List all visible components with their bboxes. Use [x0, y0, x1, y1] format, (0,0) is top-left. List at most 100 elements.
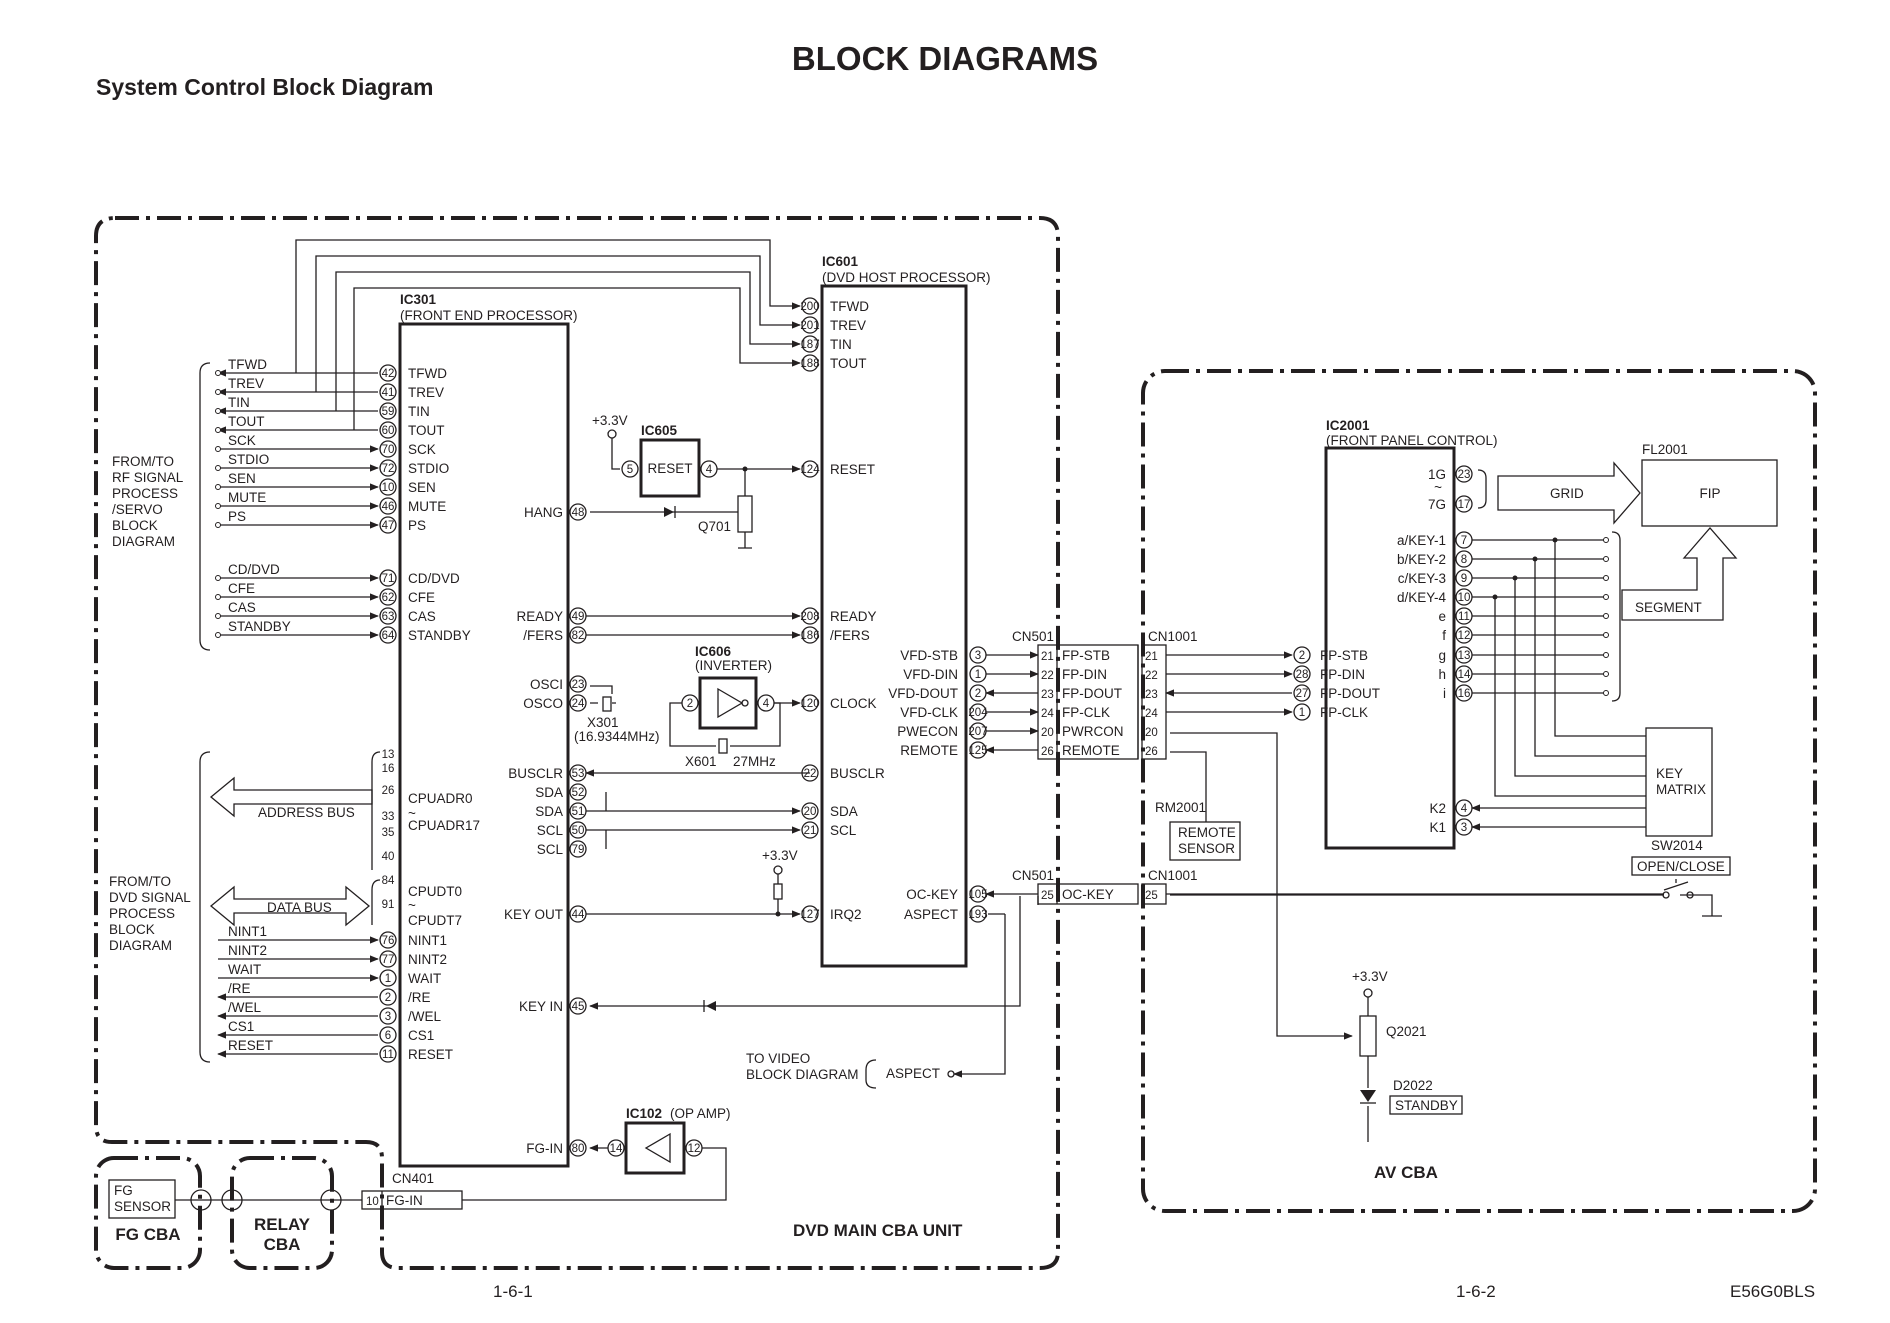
left-signal-2: TIN	[228, 395, 250, 410]
ic301-rpin-name-3: OSCI	[530, 677, 563, 692]
ic601-lpin-127-num: 127	[800, 909, 819, 921]
ic601-box	[820, 284, 968, 968]
ic601-supply: +3.3V	[762, 848, 798, 863]
cn501-pin-2: 23	[1041, 689, 1054, 701]
ic601-rpin-name-3: VFD-CLK	[900, 705, 958, 720]
ic2001-grid-name-0: 1G	[1428, 467, 1446, 482]
ic601-rpin-207-num: 207	[968, 726, 987, 738]
ic2001-keypin-name-2: c/KEY-3	[1398, 571, 1446, 586]
ic301-pin-1-num: 1	[385, 973, 391, 985]
rm2001-ref: RM2001	[1155, 800, 1206, 815]
ic301-pin-59	[379, 402, 397, 420]
ic2001-keypin-16-num: 16	[1458, 688, 1471, 700]
q2021-ref: Q2021	[1386, 1024, 1427, 1039]
ic601-lpin-124-num: 124	[800, 464, 820, 476]
ic301-bus-name-5: CPUDT7	[408, 913, 462, 928]
ic301-rpin-24	[569, 694, 587, 712]
relay-cba-l1: RELAY	[254, 1215, 311, 1234]
ic301-bus-pin-4: 35	[382, 827, 395, 839]
ic301-pin-59-num: 59	[382, 406, 395, 418]
ic301-bus-name-4: ~	[408, 898, 416, 913]
ic601-lpin-name-6: /FERS	[830, 628, 870, 643]
av-cba-outline	[1141, 369, 1817, 1213]
ic2001-grid-pin-a-num: 23	[1458, 469, 1471, 481]
ic2001-fppin-name-1: FP-DIN	[1320, 667, 1365, 682]
cn1001-box	[1141, 644, 1167, 760]
ic2001-keypin-name-6: g	[1438, 648, 1446, 663]
bottom-signal-0: NINT1	[228, 924, 267, 939]
ic301-pin-name-b1: NINT2	[408, 952, 447, 967]
svg-text:2: 2	[687, 698, 693, 710]
ic601-lpin-186	[801, 626, 819, 644]
cn401-pin: 10	[366, 1196, 379, 1208]
ic301-pin-3	[379, 1007, 397, 1025]
ic601-desc: (DVD HOST PROCESSOR)	[822, 270, 991, 285]
fl2001-ref: FL2001	[1642, 442, 1688, 457]
ic2001-grid-pin-b	[1455, 495, 1473, 513]
cn501-ockey-pin: 25	[1041, 890, 1054, 902]
ic301-pin-72	[379, 459, 397, 477]
ic301-rpin-53-num: 53	[572, 768, 585, 780]
sw2014-ref: SW2014	[1651, 838, 1703, 853]
ic301-pin-47-num: 47	[382, 520, 395, 532]
ic301-rpin-45-num: 45	[572, 1001, 585, 1013]
ic301-pin-name-11: CAS	[408, 609, 436, 624]
ic2001-keypin-name-1: b/KEY-2	[1397, 552, 1446, 567]
grid-arrow	[1497, 461, 1641, 525]
cn1001-pin-2: 23	[1145, 689, 1158, 701]
cn501-pin-3: 24	[1041, 708, 1054, 720]
ic102-name: IC102	[626, 1106, 662, 1121]
ic301-rpin-79	[569, 840, 587, 858]
key-matrix-l1: KEY	[1656, 766, 1683, 781]
q701-switch	[737, 495, 753, 533]
dvd-main-cba-outline	[94, 216, 1060, 1270]
ic2001-keypin-12-num: 12	[1458, 630, 1471, 642]
cn501-sig-1: FP-DIN	[1062, 667, 1107, 682]
ic301-pin-60-num: 60	[382, 425, 395, 437]
cn501-pin-1: 22	[1041, 670, 1054, 682]
ic301-rpin-name-2: /FERS	[523, 628, 563, 643]
ic601-lpin-208-num: 208	[800, 611, 819, 623]
ic301-pin-76	[379, 931, 397, 949]
page-number-right: 1-6-2	[1456, 1282, 1496, 1301]
ic2001-keypin-name-3: d/KEY-4	[1397, 590, 1447, 605]
left-signal-8: PS	[228, 509, 246, 524]
dvd-brace	[199, 751, 211, 1063]
ic2001-kpin-name-0: K2	[1429, 801, 1446, 816]
ic301-pin-name-b0: NINT1	[408, 933, 447, 948]
remote-sensor-box	[1169, 821, 1241, 861]
ic301-pin-71	[379, 569, 397, 587]
cn501-pin-4: 20	[1041, 727, 1054, 739]
ic102-box	[624, 1121, 686, 1175]
ic301-pin-71-num: 71	[382, 573, 395, 585]
ic2001-keypin-name-0: a/KEY-1	[1397, 533, 1446, 548]
video-block-l1: TO VIDEO	[746, 1051, 810, 1066]
ic601-lpin-name-1: TREV	[830, 318, 866, 333]
ic301-rpin-52-num: 52	[572, 787, 585, 799]
left-signal-6: SEN	[228, 471, 256, 486]
ic601-lpin-name-0: TFWD	[830, 299, 869, 314]
left-signal-7: MUTE	[228, 490, 266, 505]
d2022-label: STANDBY	[1395, 1098, 1458, 1113]
cn501-name-2: CN501	[1012, 868, 1054, 883]
rf-group-line-3: /SERVO	[112, 502, 163, 517]
ic301-pin-41	[379, 383, 397, 401]
cn501-pin-0: 21	[1041, 651, 1054, 663]
ic301-pin-11	[379, 1045, 397, 1063]
dvd-group-line-2: PROCESS	[109, 906, 175, 921]
ic601-lpin-200	[801, 297, 819, 315]
ic606-box	[698, 676, 758, 730]
ic301-pin-64	[379, 626, 397, 644]
left-signal-12: STANDBY	[228, 619, 291, 634]
ic301-pin-76-num: 76	[382, 935, 395, 947]
ic601-lpin-187	[801, 335, 819, 353]
key-matrix-l2: MATRIX	[1656, 782, 1706, 797]
cn1001-name: CN1001	[1148, 629, 1198, 644]
video-block-l2: BLOCK DIAGRAM	[746, 1067, 859, 1082]
fip-box	[1641, 459, 1778, 527]
ic301-pin-name-1: TREV	[408, 385, 444, 400]
ic601-lpin-208	[801, 607, 819, 625]
ic2001-keypin-name-8: i	[1443, 686, 1446, 701]
ic301-pin-64-num: 64	[382, 630, 395, 642]
ic301-rpin-name-5: BUSCLR	[508, 766, 563, 781]
